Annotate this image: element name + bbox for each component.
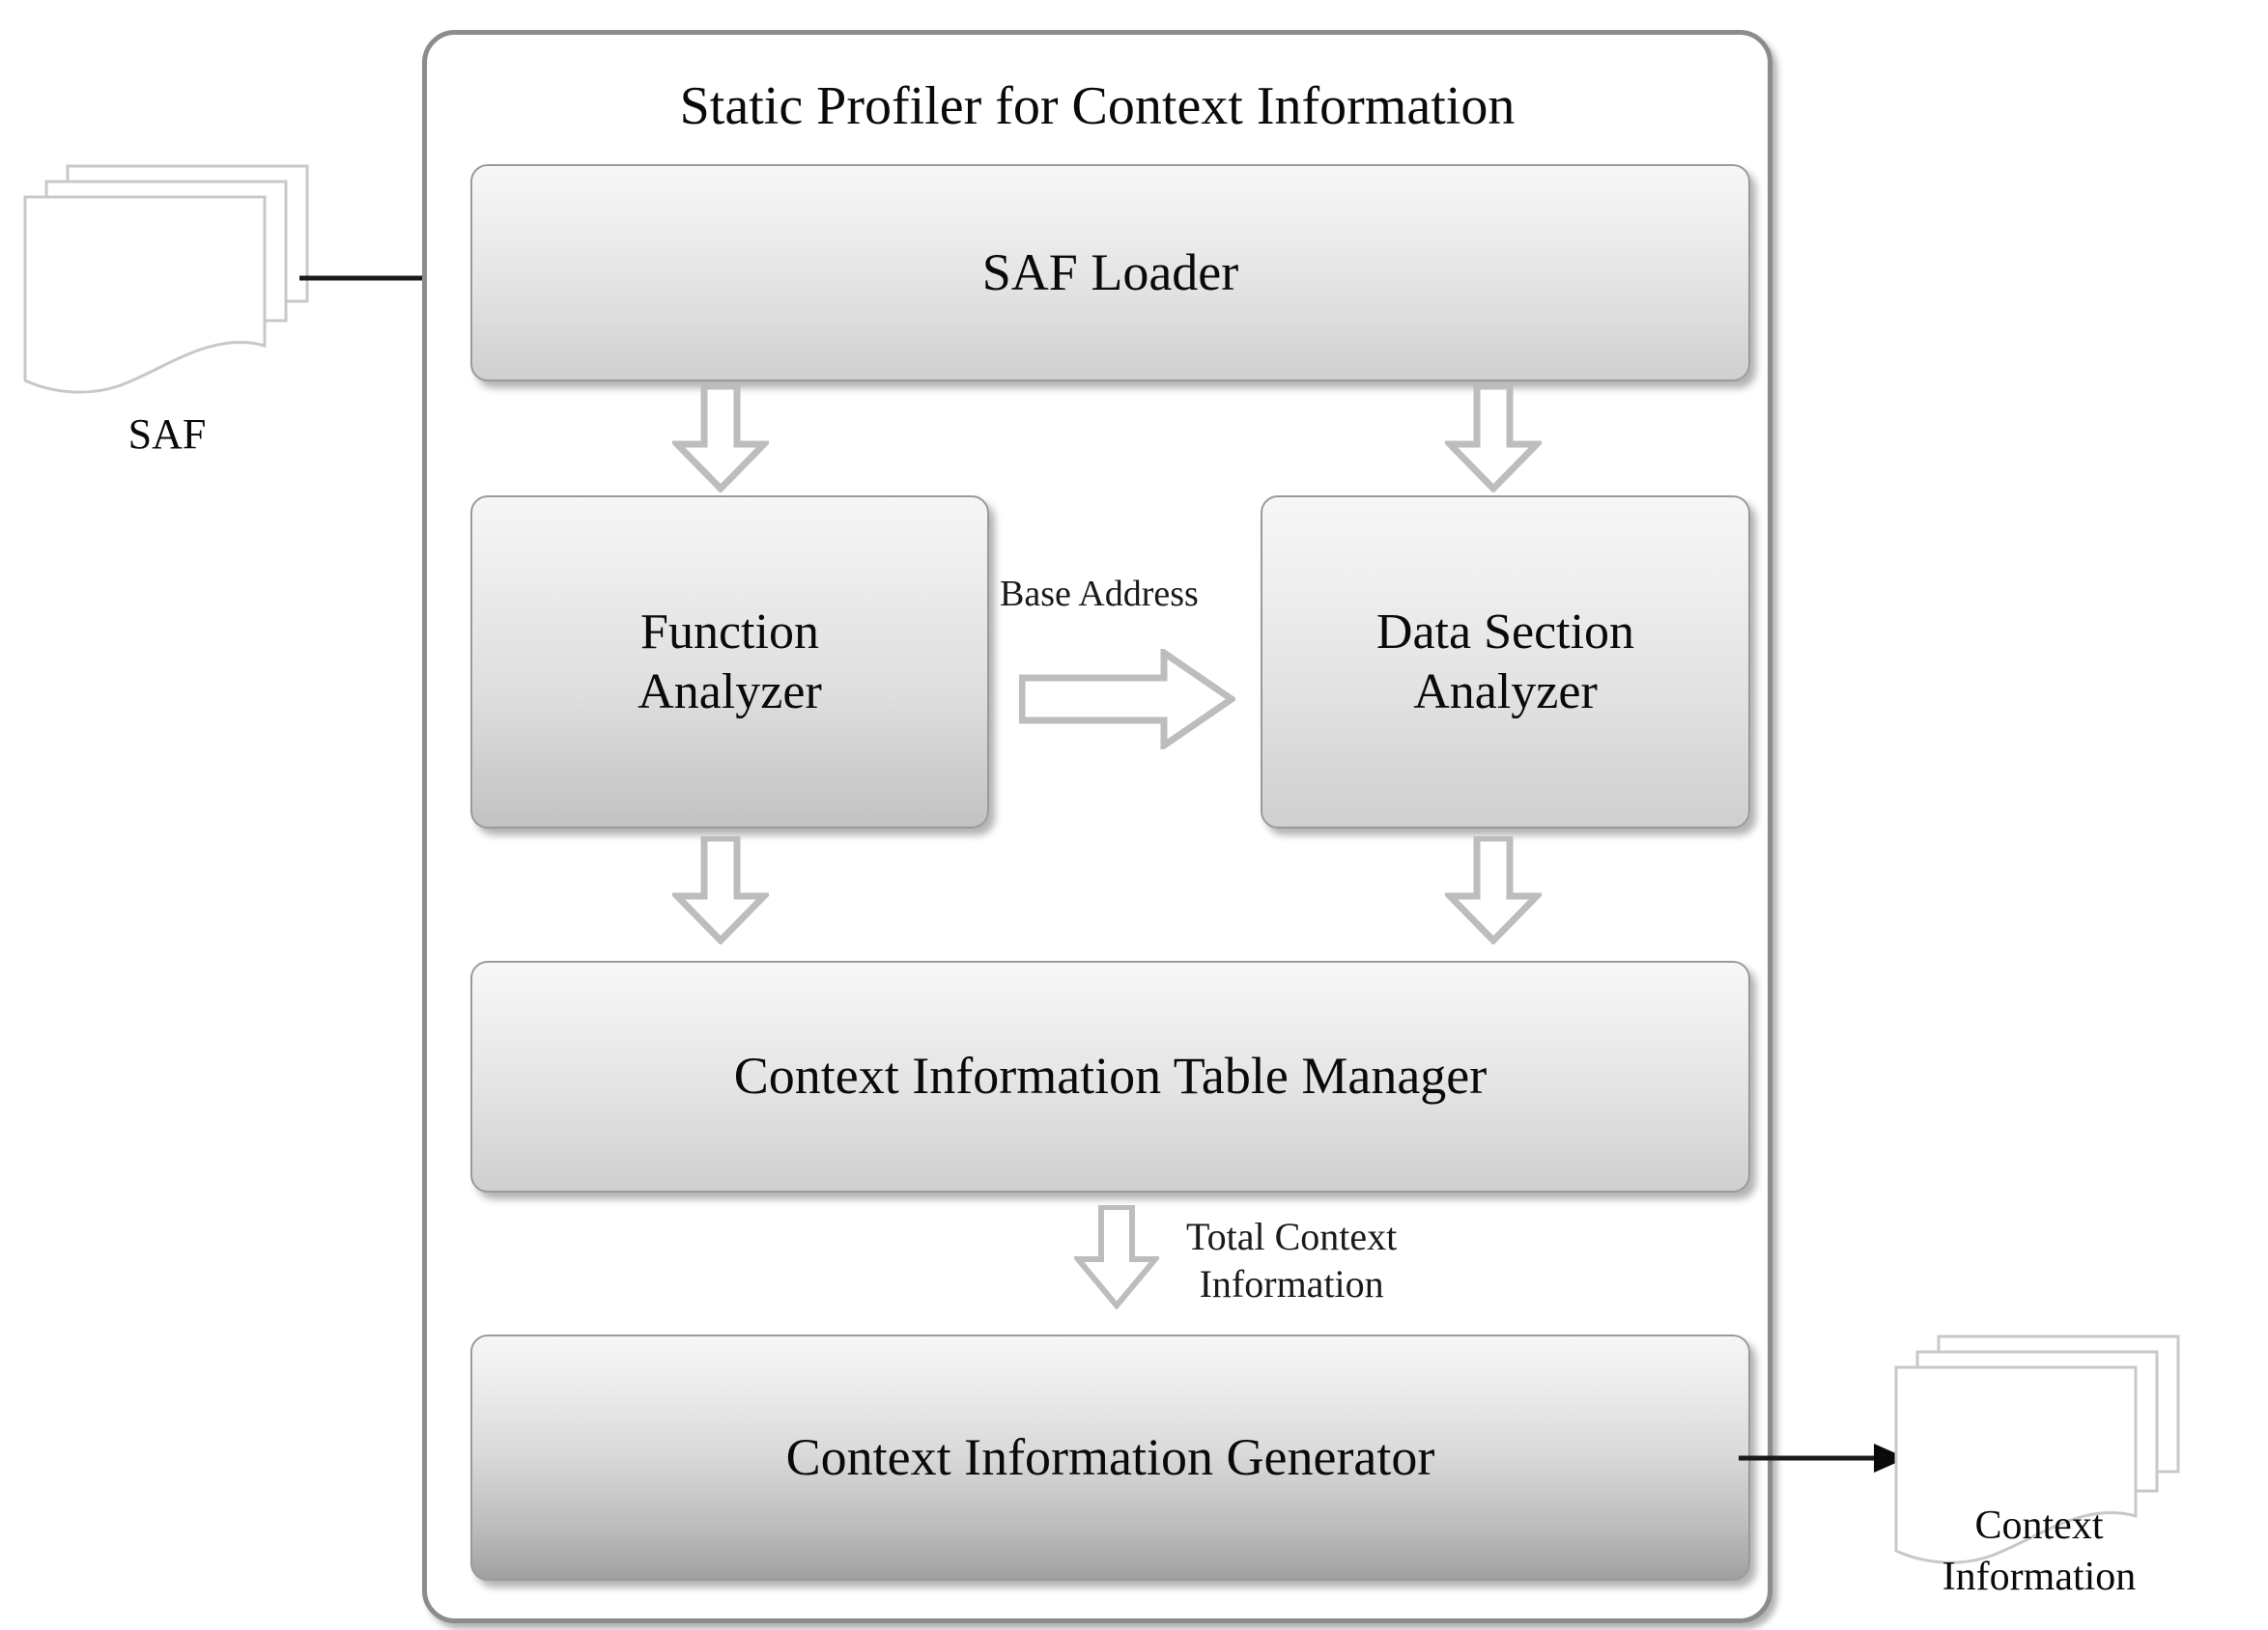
output-document-label-line1: Context [1974,1504,2104,1548]
input-document-label: SAF [128,410,207,458]
document-stack-icon [1894,1335,2180,1564]
edge-label-total-context-information: Total Context Information [1186,1214,1397,1308]
module-data-section-analyzer[interactable]: Data Section Analyzer [1261,495,1750,829]
module-data-section-analyzer-label-line2: Analyzer [1413,663,1598,719]
document-stack-icon [23,164,309,394]
input-document-stack-saf: SAF [17,155,326,458]
connector-generator-to-context-information [1739,1439,1913,1477]
module-saf-loader[interactable]: SAF Loader [470,164,1750,381]
edge-label-base-address: Base Address [1000,574,1199,614]
module-context-information-generator[interactable]: Context Information Generator [470,1335,1750,1581]
output-document-stack-context-information: Context Information [1888,1325,2197,1599]
container-title: Static Profiler for Context Information [679,76,1516,136]
output-document-label-line2: Information [1942,1554,2137,1599]
arrow-right-icon [1019,649,1235,749]
block-arrow-loader-to-data-section-analyzer [1445,384,1542,492]
block-arrow-loader-to-function-analyzer [672,384,769,492]
module-context-information-table-manager[interactable]: Context Information Table Manager [470,961,1750,1193]
block-arrow-table-manager-to-generator [1074,1205,1159,1309]
arrow-down-icon [672,384,769,492]
module-function-analyzer[interactable]: Function Analyzer [470,495,989,829]
block-arrow-base-address [1019,649,1235,749]
module-saf-loader-label: SAF Loader [981,242,1239,301]
module-data-section-analyzer-label-line1: Data Section [1375,604,1635,660]
module-function-analyzer-label-line2: Analyzer [638,663,822,719]
arrow-right-icon [1739,1444,1907,1473]
arrow-down-icon [1074,1205,1159,1309]
module-table-manager-label: Context Information Table Manager [733,1047,1488,1106]
block-arrow-data-section-analyzer-to-table-manager [1445,836,1542,944]
arrow-down-icon [1445,384,1542,492]
module-generator-label: Context Information Generator [785,1427,1435,1486]
module-function-analyzer-label-line1: Function [640,604,819,660]
edge-label-total-context-line2: Information [1199,1261,1384,1306]
output-document-label: Context Information [1894,1501,2184,1602]
arrow-down-icon [1445,836,1542,944]
block-arrow-function-analyzer-to-table-manager [672,836,769,944]
arrow-down-icon [672,836,769,944]
edge-label-total-context-line1: Total Context [1186,1215,1398,1258]
